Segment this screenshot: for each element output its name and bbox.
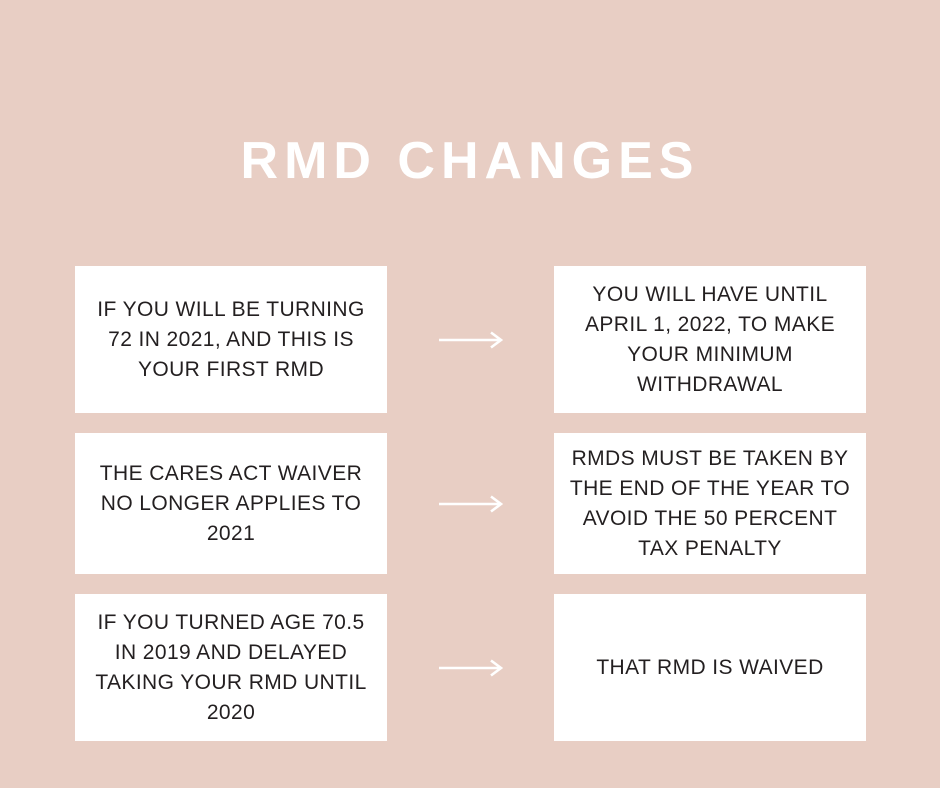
result-card-3-text: THAT RMD IS WAIVED bbox=[596, 655, 824, 679]
result-card-2: RMDS MUST BE TAKEN BY THE END OF THE YEA… bbox=[554, 433, 866, 574]
flow-chart: IF YOU WILL BE TURNING 72 IN 2021, AND T… bbox=[0, 266, 940, 741]
condition-card-3: IF YOU TURNED AGE 70.5 IN 2019 AND DELAY… bbox=[75, 594, 387, 741]
flow-row: IF YOU WILL BE TURNING 72 IN 2021, AND T… bbox=[0, 266, 940, 413]
condition-card-2: THE CARES ACT WAIVER NO LONGER APPLIES T… bbox=[75, 433, 387, 574]
flow-row: THE CARES ACT WAIVER NO LONGER APPLIES T… bbox=[0, 433, 940, 574]
condition-card-1-text: IF YOU WILL BE TURNING 72 IN 2021, AND T… bbox=[97, 297, 365, 381]
condition-card-2-text: THE CARES ACT WAIVER NO LONGER APPLIES T… bbox=[99, 461, 363, 545]
page-title: RMD CHANGES bbox=[240, 132, 700, 190]
condition-card-1: IF YOU WILL BE TURNING 72 IN 2021, AND T… bbox=[75, 266, 387, 413]
arrow-right-icon bbox=[438, 658, 503, 677]
flow-row: IF YOU TURNED AGE 70.5 IN 2019 AND DELAY… bbox=[0, 594, 940, 741]
result-card-3: THAT RMD IS WAIVED bbox=[554, 594, 866, 741]
flow-connector-1 bbox=[387, 266, 554, 413]
result-card-1-text: YOU WILL HAVE UNTIL APRIL 1, 2022, TO MA… bbox=[584, 282, 836, 396]
arrow-right-icon bbox=[438, 494, 503, 513]
arrow-right-icon bbox=[438, 330, 503, 349]
condition-card-3-text: IF YOU TURNED AGE 70.5 IN 2019 AND DELAY… bbox=[95, 610, 367, 724]
flow-connector-2 bbox=[387, 433, 554, 574]
result-card-1: YOU WILL HAVE UNTIL APRIL 1, 2022, TO MA… bbox=[554, 266, 866, 413]
flow-connector-3 bbox=[387, 594, 554, 741]
result-card-2-text: RMDS MUST BE TAKEN BY THE END OF THE YEA… bbox=[569, 446, 851, 560]
